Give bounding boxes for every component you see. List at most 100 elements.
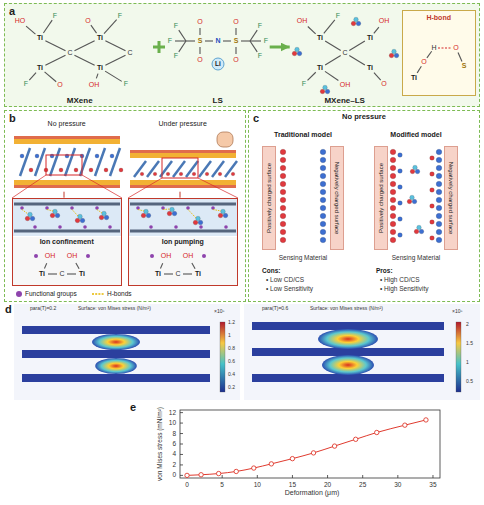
ion-ball: [110, 154, 114, 158]
chemical-bond: [105, 55, 125, 65]
ion-ball: [390, 165, 396, 171]
node-label: c: [253, 112, 259, 125]
annotation-label: F: [258, 52, 262, 60]
annotation-label: 0.4: [228, 372, 235, 378]
annotation-label: 2: [466, 322, 469, 328]
ion-ball: [193, 220, 198, 225]
chemical-bond: [45, 41, 65, 51]
mxene-sheet: [95, 148, 105, 176]
annotation-label: OH: [297, 17, 308, 25]
annotation-label: • Low CD/CS: [266, 276, 304, 283]
annotation-label: e: [130, 401, 136, 414]
mxene-sheet: [225, 161, 237, 177]
annotation-label: para(T)=0.6: [262, 306, 288, 312]
ion-ball: [325, 89, 330, 94]
chemical-bond: [104, 20, 117, 34]
chemical-bond: [325, 71, 338, 80]
electrode: [14, 180, 120, 185]
ion-ball: [30, 216, 35, 221]
annotation-label: 10: [169, 419, 176, 426]
annotation-label: Ti: [195, 270, 201, 278]
annotation-label: Modified model: [390, 131, 441, 139]
ion-ball: [390, 237, 396, 243]
plate: [22, 326, 210, 334]
chemical-bond: [324, 20, 335, 33]
ion-ball: [280, 205, 286, 211]
ion-ball: [223, 213, 228, 218]
annotation-label: • High Sensitivity: [380, 285, 429, 292]
electrode: [130, 180, 236, 185]
h-bond-line: [138, 210, 144, 212]
annotation-label: 25: [359, 481, 366, 488]
structure-group: MXene: [8, 8, 152, 106]
annotation-label: Ti: [411, 74, 417, 82]
node-label: Ion pumping: [162, 238, 204, 246]
ion-ball: [280, 221, 286, 227]
ion-ball: [292, 51, 297, 56]
ion-ball: [320, 165, 326, 171]
h-bond-line: [213, 210, 221, 212]
annotation-label: O: [421, 58, 426, 66]
chemical-bond: [74, 55, 94, 65]
charged-surface-band: Positively charged surface: [374, 146, 388, 250]
node-label: Positively charged surface: [265, 163, 272, 233]
functional-group: [45, 206, 49, 210]
functional-group: [34, 254, 38, 258]
annotation-label: Ti: [37, 34, 43, 42]
functional-group: [95, 206, 99, 210]
functional-group: [33, 225, 37, 229]
tick-mark: [257, 475, 258, 478]
ion-ball: [320, 221, 326, 227]
ion-ball: [280, 165, 286, 171]
chemical-bond: [308, 72, 316, 80]
annotation-label: para(T)=0.2: [30, 306, 56, 312]
annotation-label: H: [431, 44, 436, 52]
ion-ball: [436, 181, 442, 187]
functional-group: [199, 225, 203, 229]
ion-ball: [153, 172, 157, 176]
ion-ball: [74, 168, 78, 172]
ion-ball: [50, 213, 55, 218]
chemical-bond: [417, 66, 421, 73]
ion-ball: [320, 157, 326, 163]
mxene-sheet: [20, 148, 30, 176]
annotation-label: 1.2: [228, 320, 235, 326]
annotation-label: Ti: [97, 34, 103, 42]
annotation-label: 0.5: [466, 379, 473, 385]
ion-ball: [430, 220, 435, 225]
annotation-label: Ti: [79, 270, 85, 278]
h-bond-line: [47, 210, 53, 212]
ion-ball: [192, 172, 196, 176]
annotation-label: 15: [289, 481, 296, 488]
chemical-bond: [186, 40, 195, 41]
legend-item: Functional groups: [16, 290, 77, 297]
ion-ball: [280, 189, 286, 195]
annotation-label: 1: [466, 360, 469, 366]
annotation-label: F: [53, 12, 57, 20]
ion-ball: [417, 225, 422, 230]
ion-ball: [390, 149, 396, 155]
chemical-bond: [48, 273, 57, 274]
ion-ball: [430, 156, 435, 161]
chemical-bond: [45, 72, 57, 82]
data-marker: [216, 471, 220, 475]
ion-ball: [280, 197, 286, 203]
connector: [270, 46, 290, 49]
annotation-label: Pros:: [376, 267, 393, 274]
ion-ball: [140, 172, 144, 176]
legend-swatch: [92, 291, 104, 297]
plate: [252, 374, 444, 382]
ion-ball: [179, 172, 183, 176]
mxene-sheet: [35, 148, 45, 176]
chemical-bond: [179, 41, 186, 52]
chemical-bond: [349, 41, 365, 50]
panel-ground: [4, 110, 246, 302]
sensor-illustration: [12, 132, 238, 285]
node-label: a: [9, 5, 15, 18]
ion-ball: [320, 229, 326, 235]
annotation-label: Ti: [97, 64, 103, 72]
annotation-label: F: [24, 80, 28, 88]
ion-ball: [218, 172, 222, 176]
annotation-label: F: [174, 52, 178, 60]
tick-mark: [180, 423, 183, 424]
